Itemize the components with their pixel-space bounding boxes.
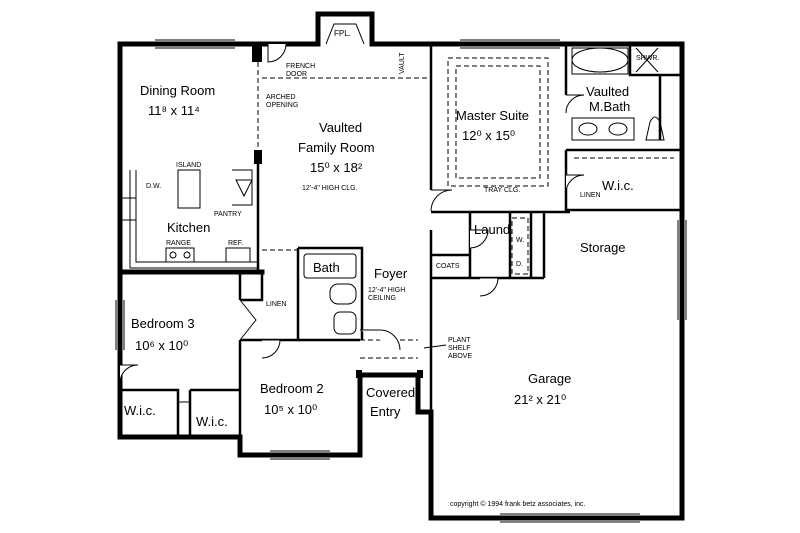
bedroom2-name: Bedroom 2 — [260, 381, 324, 396]
covered-entry-name2: Entry — [370, 404, 401, 419]
arched-label1: ARCHED — [266, 94, 296, 101]
french-door-label2: DOOR — [286, 71, 307, 78]
storage-name: Storage — [580, 240, 626, 255]
bath-name: Bath — [313, 260, 340, 275]
foyer-note2: CEILING — [368, 295, 396, 302]
dining-room-name: Dining Room — [140, 83, 215, 98]
kitchen-counters — [121, 169, 258, 269]
family-room-note: 12'-4" HIGH CLG. — [302, 185, 358, 192]
master-bath-name1: Vaulted — [586, 84, 629, 99]
plant-shelf-label1: PLANT — [448, 337, 471, 344]
hall-linen-label: LINEN — [266, 301, 287, 308]
master-linen-label: LINEN — [580, 192, 601, 199]
dw-label: D.W. — [146, 183, 161, 190]
garage-dim: 21² x 21⁰ — [514, 392, 566, 407]
master-bath-name2: M.Bath — [589, 99, 630, 114]
exterior-walls — [117, 11, 685, 521]
family-room-dim: 15⁰ x 18² — [310, 160, 363, 175]
covered-entry-name1: Covered — [366, 385, 415, 400]
bedroom2-dim: 10⁵ x 10⁰ — [264, 402, 317, 417]
dryer-label: D. — [516, 261, 523, 268]
vault-label: VAULT — [399, 52, 406, 74]
dashed-features — [257, 57, 674, 359]
windows — [115, 39, 687, 523]
master-wic-name: W.i.c. — [602, 178, 634, 193]
coats-label: COATS — [436, 263, 460, 270]
master-suite-dim: 12⁰ x 15⁰ — [462, 128, 515, 143]
family-room-name1: Vaulted — [319, 120, 362, 135]
washer-label: W. — [516, 237, 524, 244]
posts — [252, 44, 423, 378]
annotations: FPL. FRENCH DOOR VAULT ARCHED OPENING IS… — [146, 29, 659, 508]
garage-name: Garage — [528, 371, 571, 386]
kitchen-name: Kitchen — [167, 220, 210, 235]
dining-room-dim: 11⁸ x 11⁴ — [148, 103, 200, 118]
master-suite-name: Master Suite — [456, 108, 529, 123]
shower-label: SHWR. — [636, 55, 659, 62]
plant-shelf-label2: SHELF — [448, 345, 471, 352]
foyer-note1: 12'-4" HIGH — [368, 287, 405, 294]
bath-fixtures — [303, 47, 665, 335]
range-label: RANGE — [166, 240, 191, 247]
foyer-name: Foyer — [374, 266, 408, 281]
island-label: ISLAND — [176, 162, 201, 169]
copyright-notice: copyright © 1994 frank betz associates, … — [450, 500, 586, 508]
laundry-name: Laund. — [474, 222, 514, 237]
ref-label: REF. — [228, 240, 243, 247]
room-labels: Dining Room 11⁸ x 11⁴ Vaulted Family Roo… — [124, 83, 634, 429]
bedroom2-wic-name: W.i.c. — [196, 414, 228, 429]
plant-shelf-label3: ABOVE — [448, 353, 472, 360]
doors — [119, 43, 585, 403]
arched-label2: OPENING — [266, 102, 298, 109]
bedroom3-wic-name: W.i.c. — [124, 403, 156, 418]
bedroom3-dim: 10⁶ x 10⁰ — [135, 338, 188, 353]
french-door-label1: FRENCH — [286, 63, 315, 70]
pantry-label: PANTRY — [214, 211, 242, 218]
bedroom3-name: Bedroom 3 — [131, 316, 195, 331]
fireplace-label: FPL. — [334, 29, 351, 38]
family-room-name2: Family Room — [298, 140, 375, 155]
master-suite-note: TRAY CLG. — [484, 187, 520, 194]
